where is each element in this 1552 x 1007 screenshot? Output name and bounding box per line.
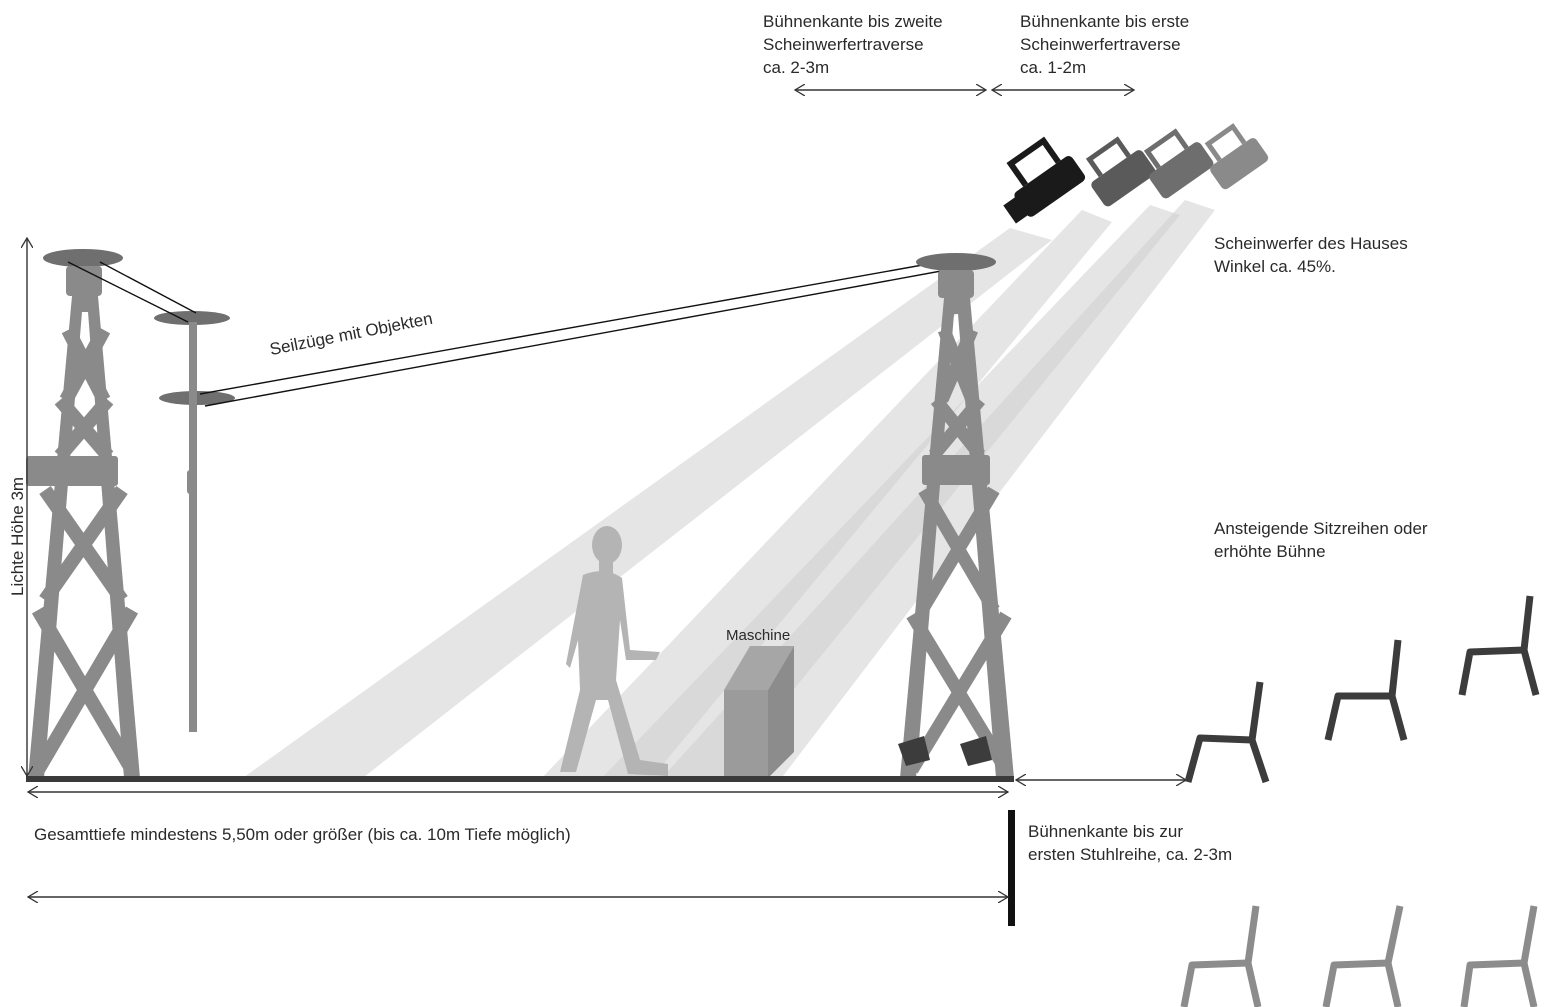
label-height: Lichte Höhe 3m [8, 476, 27, 596]
label-line: Winkel ca. 45%. [1214, 257, 1336, 276]
person-icon [560, 526, 668, 776]
label-line: ca. 2-3m [763, 58, 830, 77]
stage-edge-marker [1008, 810, 1015, 926]
label-machine: Maschine [726, 627, 791, 644]
light-beam [240, 228, 1052, 780]
chair-row-back [1180, 905, 1538, 1007]
rope-lines [67, 260, 953, 407]
chair-icon [1460, 905, 1538, 1007]
truss-tower-icon [26, 249, 140, 778]
spotlight-icon [898, 736, 992, 766]
label-line: Scheinwerfer des Hauses [1214, 234, 1408, 253]
chair-row-front [1184, 595, 1540, 784]
label-line: ersten Stuhlreihe, ca. 2-3m [1028, 845, 1233, 864]
chair-icon [1180, 905, 1262, 1007]
hanging-pole [154, 311, 235, 732]
label-line: Bühnenkante bis erste [1020, 12, 1190, 31]
chair-icon [1322, 905, 1404, 1007]
chair-icon [1458, 595, 1540, 696]
label-line: Scheinwerfertraverse [763, 35, 924, 54]
stage-floor [26, 776, 1014, 782]
double-arrow-icon [27, 90, 1186, 897]
label-spotlights: Scheinwerfer des Hauses Winkel ca. 45%. [1214, 232, 1408, 278]
light-beam [600, 205, 1180, 780]
label-first-truss: Bühnenkante bis erste Scheinwerfertraver… [1020, 10, 1189, 79]
label-line: Bühnenkante bis zweite [763, 12, 943, 31]
label-second-truss: Bühnenkante bis zweite Scheinwerfertrave… [763, 10, 943, 79]
label-seating: Ansteigende Sitzreihen oder erhöhte Bühn… [1214, 517, 1428, 563]
machine-box-icon [724, 646, 794, 778]
label-total-depth: Gesamttiefe mindestens 5,50m oder größer… [34, 825, 571, 844]
label-line: Bühnenkante bis zur [1028, 822, 1183, 841]
spotlight-icon [1003, 123, 1269, 224]
label-line: erhöhte Bühne [1214, 542, 1326, 561]
chair-icon [1184, 681, 1270, 784]
truss-tower-icon [900, 253, 1014, 778]
label-line: Scheinwerfertraverse [1020, 35, 1181, 54]
label-line: Ansteigende Sitzreihen oder [1214, 519, 1428, 538]
label-line: ca. 1-2m [1020, 58, 1087, 77]
label-first-row: Bühnenkante bis zur ersten Stuhlreihe, c… [1028, 820, 1232, 866]
chair-icon [1324, 639, 1408, 741]
